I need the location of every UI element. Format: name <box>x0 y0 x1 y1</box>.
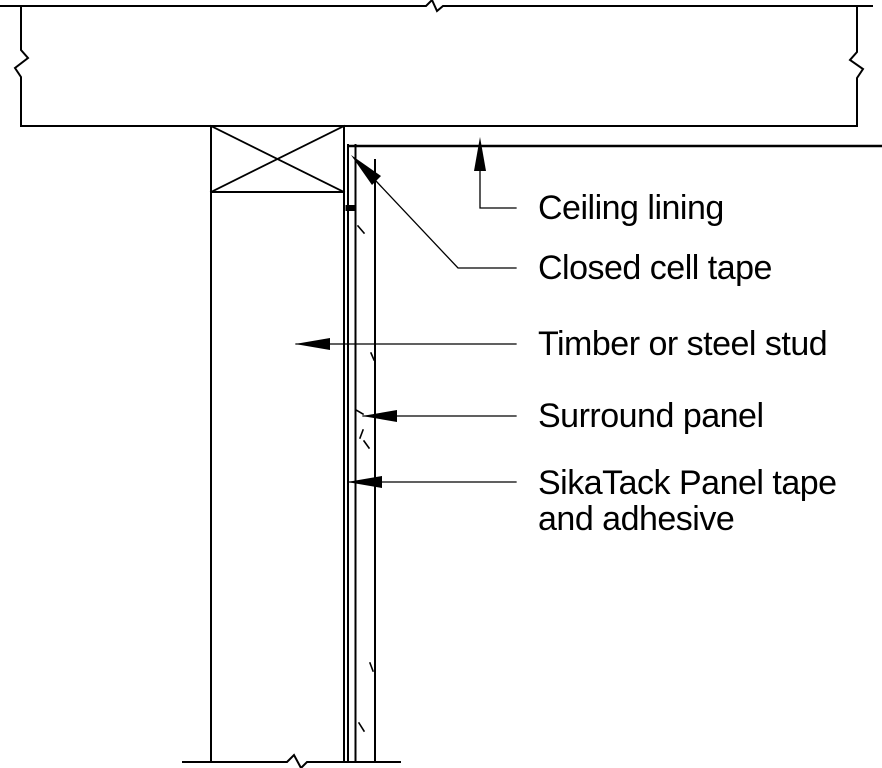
leader-timber-or-steel-stud <box>295 338 517 350</box>
closed-cell-tape-strip <box>345 144 357 763</box>
blocking-nogging <box>209 124 346 194</box>
floor-slab <box>0 0 873 127</box>
slab-right-edge-break-mark <box>848 5 865 127</box>
label-sikatack-panel-tape: SikaTack Panel tape and adhesive <box>538 465 837 537</box>
leader-closed-cell-tape <box>351 155 517 269</box>
slab-top-edge <box>0 0 873 13</box>
label-timber-or-steel-stud: Timber or steel stud <box>538 325 828 363</box>
bottom-break-line <box>182 753 401 768</box>
panel-texture-speckles <box>354 224 376 733</box>
leaders <box>295 137 517 488</box>
label-ceiling-lining: Ceiling lining <box>538 189 724 227</box>
arrowhead-left-icon <box>295 338 330 350</box>
closed-cell-tape-end-cap <box>345 205 357 211</box>
arrowhead-left-icon <box>362 410 397 422</box>
arrowhead-up-left-icon <box>351 155 381 185</box>
arrowhead-up-icon <box>474 137 486 171</box>
label-closed-cell-tape: Closed cell tape <box>538 249 772 287</box>
label-sikatack-line2: and adhesive <box>538 500 735 538</box>
label-sikatack-line1: SikaTack Panel tape <box>538 464 837 502</box>
label-surround-panel: Surround panel <box>538 397 764 435</box>
slab-left-edge-break-mark <box>13 5 30 127</box>
leader-ceiling-lining <box>474 137 517 209</box>
leader-sikatack <box>347 476 517 488</box>
leader-surround-panel <box>362 410 517 422</box>
arrowhead-left-icon <box>347 476 382 488</box>
surround-panel-section <box>354 159 376 763</box>
stud <box>210 125 345 763</box>
blocking-x-diagonal-2 <box>209 124 346 194</box>
